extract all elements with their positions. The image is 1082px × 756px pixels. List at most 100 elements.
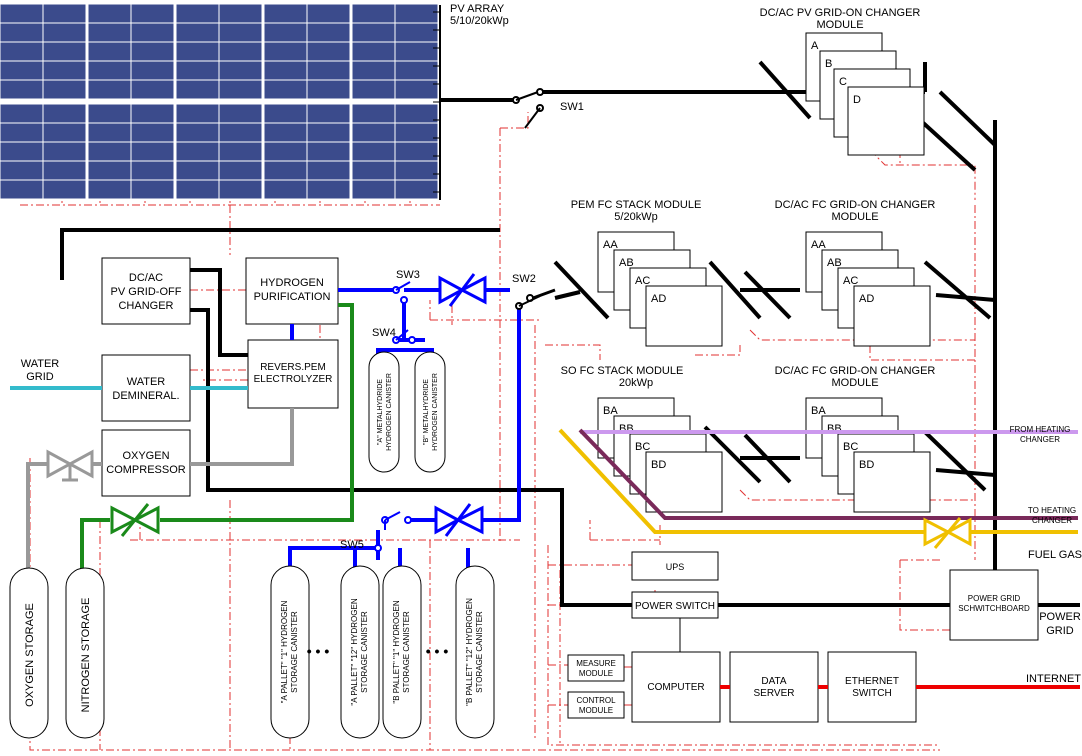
electrolyzer-box — [247, 339, 339, 409]
pv-panel-cell — [87, 41, 132, 62]
nitrogen-line — [80, 303, 354, 570]
metalhydride-a-line2: HYDROGEN CANISTER — [386, 373, 393, 451]
pv-panel-cell — [306, 3, 351, 24]
ups-label: UPS — [666, 562, 685, 572]
pv-panel-cell — [87, 122, 132, 143]
hydrogen-storage-canister — [270, 565, 310, 739]
pv-panel-cell — [42, 79, 87, 100]
sw3-switch[interactable] — [392, 281, 411, 304]
so-stack-power: 20kWp — [619, 377, 653, 389]
pv-panel-cell — [175, 122, 220, 143]
power-grid-line2: GRID — [1046, 625, 1074, 637]
pv-panel-cell — [87, 103, 132, 124]
pv-panel-cell — [130, 141, 175, 162]
pv-panel-cell — [218, 141, 263, 162]
so-stack-title: SO FC STACK MODULE — [561, 365, 684, 377]
hydrogen-valve-2[interactable] — [434, 503, 484, 537]
pv-converter-unit-label: D — [853, 94, 861, 106]
sw1-switch[interactable] — [512, 88, 544, 129]
pv-panel-cell — [218, 60, 263, 81]
grid-off-changer-line3: CHANGER — [118, 300, 173, 312]
pv-panel-cell — [263, 79, 308, 100]
pv-array-power: 5/10/20kWp — [450, 15, 509, 27]
pv-panel-cell — [394, 79, 439, 100]
hydrogen-valve-1[interactable] — [438, 273, 487, 307]
pv-panel-cell — [394, 41, 439, 62]
oxygen-compressor-line2: COMPRESSOR — [106, 464, 186, 476]
pv-panel-cell — [306, 160, 351, 181]
pv-panel-cell — [218, 79, 263, 100]
sw2-switch[interactable] — [515, 288, 556, 310]
sw3-label: SW3 — [396, 269, 420, 281]
pv-panel-cell — [175, 103, 220, 124]
sw5-switch[interactable] — [374, 511, 412, 552]
pv-panel-cell — [394, 22, 439, 43]
pv-panel-cell — [351, 3, 396, 24]
oxygen-compressor-box — [101, 429, 191, 497]
pv-panel-cell — [87, 160, 132, 181]
internet-label: INTERNET — [1026, 673, 1081, 685]
pv-panel-cell — [42, 103, 87, 124]
pv-panel-cell — [130, 79, 175, 100]
pv-panel-cell — [0, 160, 44, 181]
fuel-gas-valve[interactable] — [923, 517, 972, 549]
fc-converter-1-title2: MODULE — [831, 211, 878, 223]
so-stack-unit-bd — [645, 451, 723, 513]
ethernet-switch-line2: SWITCH — [852, 688, 891, 699]
oxygen-valve[interactable] — [46, 449, 94, 482]
sw1-label: SW1 — [560, 101, 584, 113]
pv-panel-cell — [42, 60, 87, 81]
fc-converter-1-unit-label: AD — [859, 293, 874, 305]
pv-converter-title2: MODULE — [816, 19, 863, 31]
pv-panel-cell — [306, 179, 351, 200]
oxygen-storage-tank — [9, 567, 49, 739]
pv-array-bus — [433, 5, 441, 200]
power-grid-line1: POWER — [1039, 611, 1081, 623]
pv-panel-cell — [394, 60, 439, 81]
pv-panel-cell — [0, 22, 44, 43]
canister-ellipsis-1: • • • — [307, 643, 330, 659]
pv-panel-cell — [306, 60, 351, 81]
pv-panel-cell — [175, 41, 220, 62]
pv-panel-cell — [351, 79, 396, 100]
grid-off-changer-line1: DC/AC — [129, 272, 163, 284]
pv-panel-cell — [175, 160, 220, 181]
oxygen-storage-label: OXYGEN STORAGE — [24, 603, 36, 707]
fc-converter-2-unit-label: BD — [859, 459, 874, 471]
metalhydride-b-line1: "B" METALHYDRIDE — [423, 379, 430, 445]
grid-off-changer-line2: PV GRID-OFF — [111, 286, 182, 298]
nitrogen-valve[interactable] — [110, 503, 160, 537]
switchboard-line1: POWER GRID — [968, 594, 1021, 603]
pv-panel-cell — [0, 60, 44, 81]
pv-panel-cell — [394, 103, 439, 124]
pv-panel-cell — [42, 22, 87, 43]
pv-panel-cell — [175, 79, 220, 100]
pem-stack-unit-label: AD — [651, 293, 666, 305]
data-server-line1: DATA — [761, 676, 787, 687]
pv-panel-cell — [351, 160, 396, 181]
fc-converter-2-unit-label: BA — [811, 405, 826, 417]
power-switch-label: POWER SWITCH — [635, 601, 715, 612]
pem-stack-unit-label: AC — [635, 275, 650, 287]
pv-panel-cell — [218, 41, 263, 62]
canister-label-line2: STORAGE CANISTER — [290, 611, 299, 693]
sw4-switch[interactable] — [392, 329, 416, 344]
pv-panel-cell — [351, 141, 396, 162]
ethernet-switch-box — [827, 651, 917, 723]
pv-panel-cell — [0, 3, 44, 24]
pv-array — [0, 3, 439, 200]
pv-panel-cell — [0, 141, 44, 162]
metalhydride-canister-b — [414, 351, 446, 473]
pv-panel-cell — [306, 103, 351, 124]
nitrogen-storage-tank — [65, 567, 105, 739]
pv-panel-cell — [394, 122, 439, 143]
fc-converter-1-unit-label: AC — [843, 275, 858, 287]
pv-panel-cell — [263, 141, 308, 162]
pv-panel-cell — [175, 141, 220, 162]
pv-panel-cell — [306, 79, 351, 100]
pv-panel-cell — [263, 60, 308, 81]
pv-panel-cell — [87, 141, 132, 162]
